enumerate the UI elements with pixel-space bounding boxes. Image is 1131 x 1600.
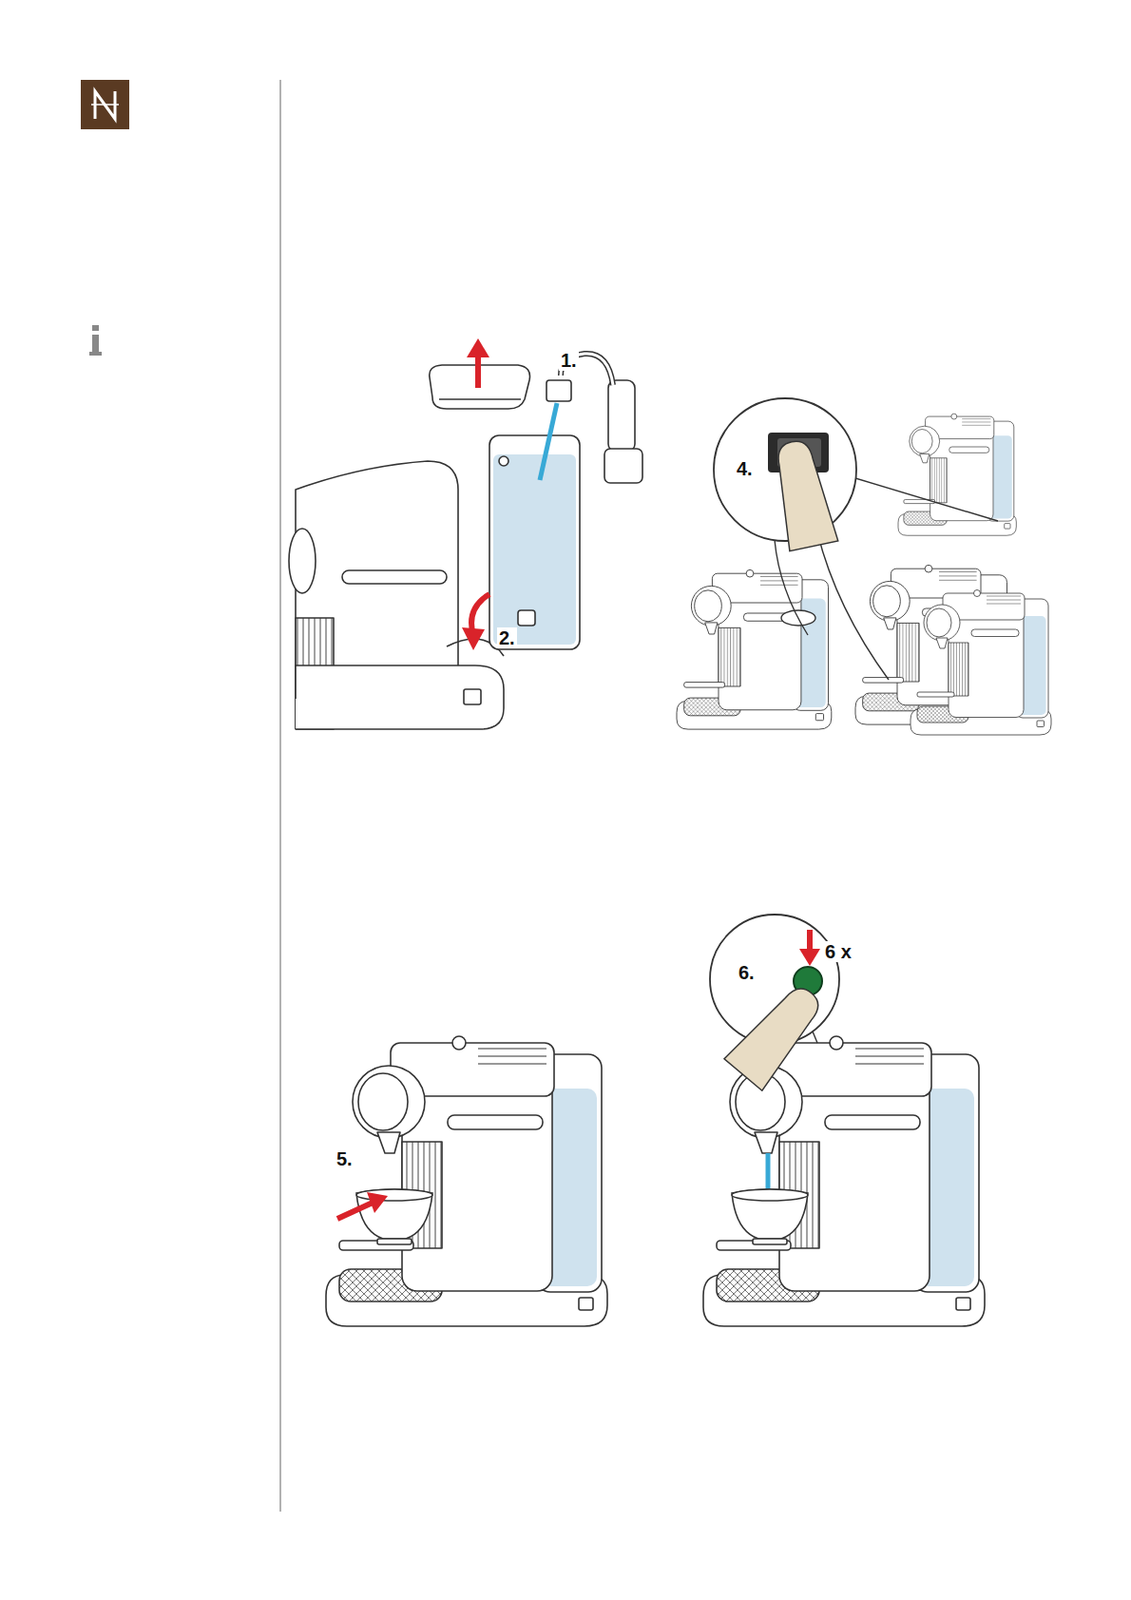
info-icon (89, 325, 102, 356)
callout-number: 5. (334, 1148, 355, 1170)
fill-tank-scene (288, 353, 643, 729)
rinse-button-scene (703, 914, 985, 1326)
power-on-scene (676, 398, 1052, 735)
callout-number: 6. (736, 961, 757, 983)
callout-number: 4. (734, 458, 755, 480)
brand-logo (80, 79, 130, 130)
callout-number: 6 x (823, 940, 854, 962)
callout-number: 1. (558, 349, 579, 371)
callout-number: 2. (497, 627, 518, 649)
rinse-cup-scene (325, 1035, 608, 1326)
